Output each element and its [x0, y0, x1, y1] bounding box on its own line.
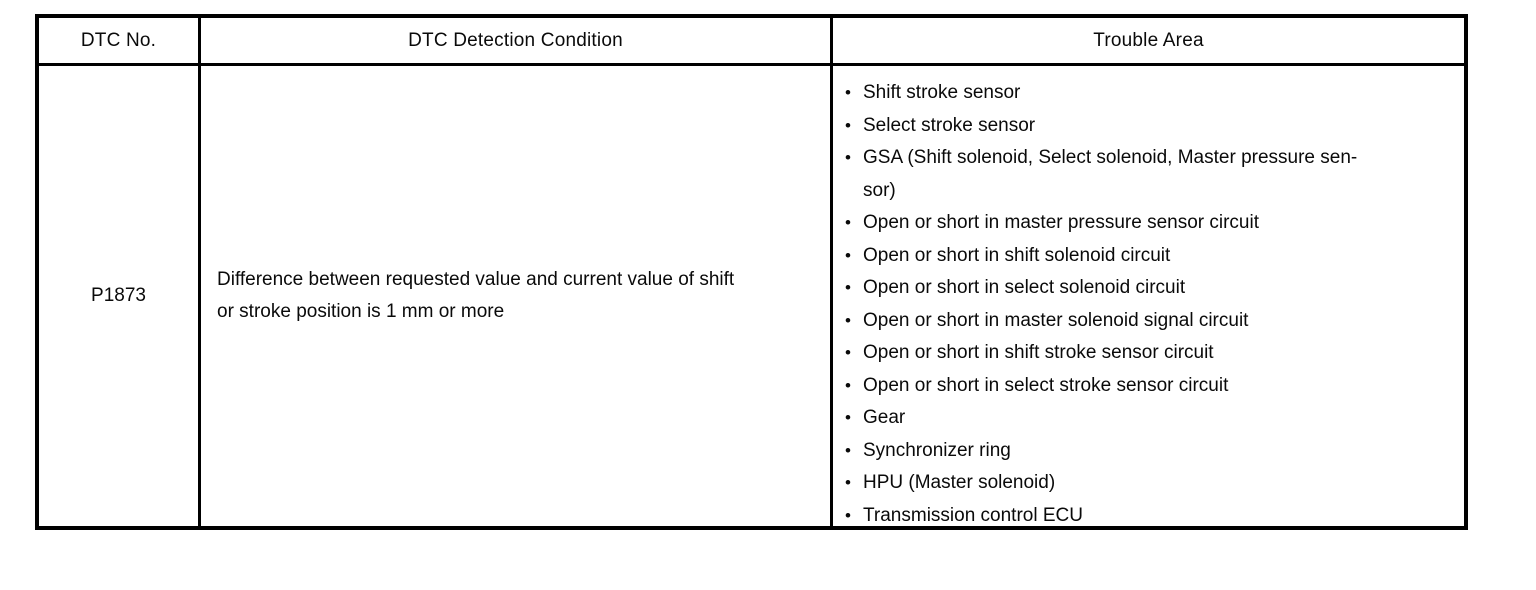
- trouble-area-item: • GSA (Shift solenoid, Select solenoid, …: [845, 142, 1456, 207]
- trouble-area-item: • HPU (Master solenoid): [845, 467, 1456, 500]
- trouble-area-text: Shift stroke sensor: [863, 82, 1021, 103]
- bullet-icon: •: [845, 245, 851, 265]
- trouble-area-text: Open or short in master solenoid signal …: [863, 309, 1249, 331]
- trouble-area-item: • Open or short in master pressure senso…: [845, 207, 1456, 240]
- trouble-area-text: Open or short in shift solenoid circuit: [863, 244, 1171, 266]
- bullet-icon: •: [845, 213, 851, 232]
- bullet-icon: •: [845, 115, 851, 135]
- trouble-area-text: Open or short in master pressure sensor …: [863, 212, 1259, 233]
- bullet-icon: •: [845, 278, 851, 297]
- trouble-area-item: • Select stroke sensor: [845, 110, 1456, 143]
- cell-trouble-area: • Shift stroke sensor • Select stroke se…: [833, 66, 1464, 526]
- trouble-area-text: Open or short in select solenoid circuit: [863, 277, 1186, 298]
- trouble-area-text: Gear: [863, 407, 906, 428]
- trouble-area-item: • Synchronizer ring: [845, 435, 1456, 468]
- header-dtc-no-label: DTC No.: [80, 29, 157, 51]
- cell-detection-condition: Difference between requested value and c…: [201, 66, 833, 526]
- trouble-area-list: • Shift stroke sensor • Select stroke se…: [845, 77, 1456, 532]
- bullet-icon: •: [845, 408, 851, 427]
- dtc-code: P1873: [91, 285, 146, 306]
- trouble-area-item: • Open or short in master solenoid signa…: [845, 305, 1456, 338]
- bullet-icon: •: [845, 375, 851, 395]
- bullet-icon: •: [845, 148, 851, 167]
- trouble-area-text: Open or short in select stroke sensor ci…: [863, 374, 1229, 396]
- bullet-icon: •: [845, 473, 851, 492]
- trouble-area-item: • Open or short in select solenoid circu…: [845, 272, 1456, 305]
- trouble-area-item: • Open or short in shift stroke sensor c…: [845, 337, 1456, 370]
- cell-dtc-no: P1873: [39, 66, 201, 526]
- bullet-icon: •: [845, 83, 851, 102]
- header-trouble-area-label: Trouble Area: [1093, 29, 1204, 51]
- bullet-icon: •: [845, 440, 851, 460]
- header-detection-condition: DTC Detection Condition: [201, 18, 833, 63]
- trouble-area-text: Synchronizer ring: [863, 439, 1011, 461]
- trouble-area-item: • Shift stroke sensor: [845, 77, 1456, 110]
- bullet-icon: •: [845, 310, 851, 330]
- trouble-area-item: • Gear: [845, 402, 1456, 435]
- trouble-area-text: Transmission control ECU: [863, 504, 1083, 526]
- detection-condition-text: Difference between requested value and c…: [217, 269, 735, 322]
- dtc-table-header-row: DTC No. DTC Detection Condition Trouble …: [39, 18, 1464, 66]
- trouble-area-item: • Open or short in shift solenoid circui…: [845, 240, 1456, 273]
- header-detection-condition-label: DTC Detection Condition: [408, 29, 623, 51]
- trouble-area-text: GSA (Shift solenoid, Select solenoid, Ma…: [863, 147, 1358, 201]
- bullet-icon: •: [845, 343, 851, 362]
- trouble-area-text: Select stroke sensor: [863, 114, 1036, 136]
- trouble-area-text: Open or short in shift stroke sensor cir…: [863, 342, 1214, 363]
- trouble-area-item: • Transmission control ECU: [845, 500, 1456, 533]
- table-row: P1873 Difference between requested value…: [39, 66, 1464, 526]
- trouble-area-text: HPU (Master solenoid): [863, 472, 1056, 493]
- bullet-icon: •: [845, 505, 851, 525]
- header-trouble-area: Trouble Area: [833, 18, 1464, 63]
- dtc-table: DTC No. DTC Detection Condition Trouble …: [35, 14, 1468, 530]
- trouble-area-item: • Open or short in select stroke sensor …: [845, 370, 1456, 403]
- header-dtc-no: DTC No.: [39, 18, 201, 63]
